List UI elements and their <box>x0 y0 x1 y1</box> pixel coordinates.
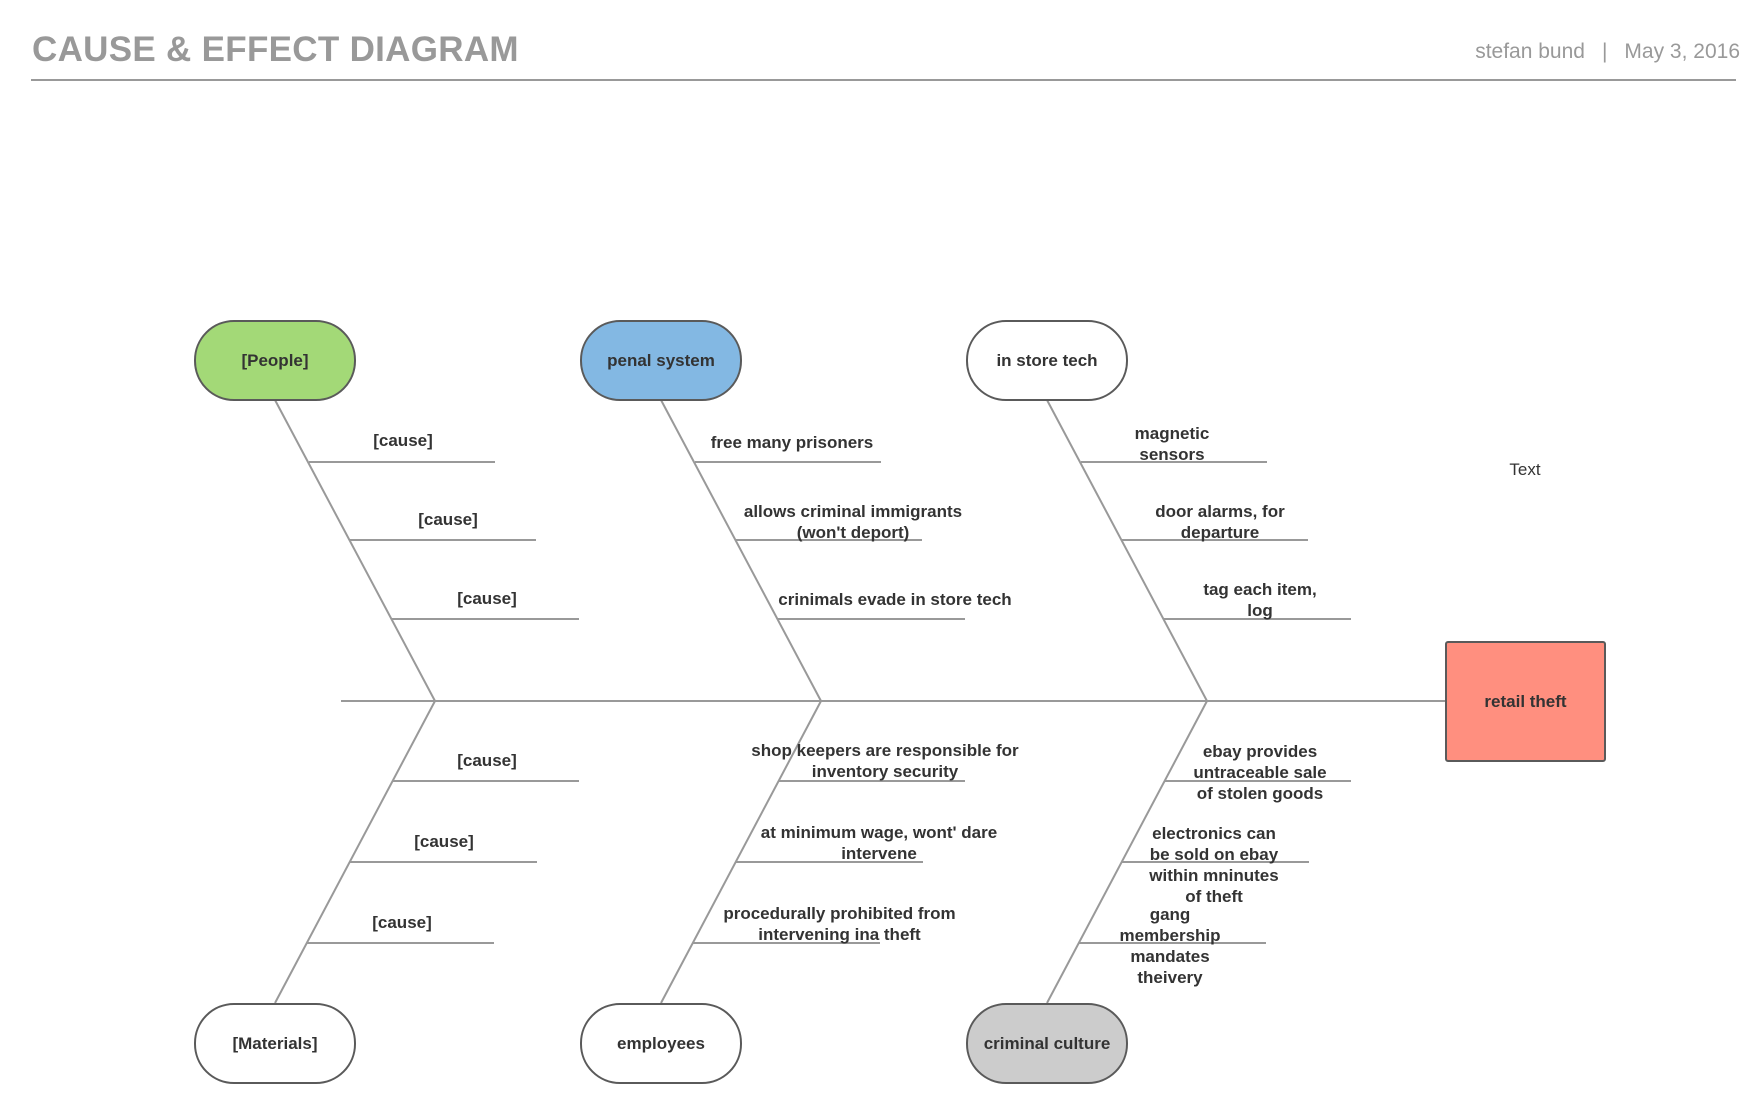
cause-label[interactable]: door alarms, for departure <box>1155 502 1285 542</box>
category-people[interactable]: [People] <box>194 320 356 401</box>
cause-label[interactable]: [cause] <box>414 832 474 851</box>
bone-employees <box>660 700 822 1004</box>
bone-penal-system <box>660 399 822 702</box>
cause-label[interactable]: tag each item, log <box>1203 580 1317 620</box>
cause-label[interactable]: electronics can be sold on ebay within m… <box>1149 824 1279 906</box>
header-separator: | <box>1601 40 1608 63</box>
cause-label[interactable]: free many prisoners <box>710 433 874 452</box>
category-criminal-culture[interactable]: criminal culture <box>966 1003 1128 1084</box>
cause-label[interactable]: allows criminal immigrants (won't deport… <box>743 502 963 542</box>
cause-label[interactable]: crinimals evade in store tech <box>778 590 1012 609</box>
header-meta: stefan bund | May 3, 2016 <box>1475 40 1740 64</box>
header-divider <box>31 79 1736 81</box>
bone-in-store-tech <box>1046 399 1208 702</box>
free-text-label[interactable]: Text <box>1509 460 1541 479</box>
bone-materials <box>274 700 436 1004</box>
bone-criminal-culture <box>1046 700 1208 1004</box>
cause-label[interactable]: shop keepers are responsible for invento… <box>751 741 1019 781</box>
cause-label[interactable]: gang membership mandates theivery <box>1119 905 1221 987</box>
author-name: stefan bund <box>1475 40 1585 63</box>
cause-label[interactable]: magnetic sensors <box>1134 424 1210 464</box>
cause-label[interactable]: [cause] <box>372 913 432 932</box>
bone-people <box>274 399 436 702</box>
category-penal-system[interactable]: penal system <box>580 320 742 401</box>
cause-label[interactable]: [cause] <box>457 751 517 770</box>
cause-label[interactable]: at minimum wage, wont' dare intervene <box>760 823 998 863</box>
cause-label[interactable]: [cause] <box>457 589 517 608</box>
diagram-title: CAUSE & EFFECT DIAGRAM <box>32 30 519 69</box>
effect-box[interactable]: retail theft <box>1445 641 1606 762</box>
category-employees[interactable]: employees <box>580 1003 742 1084</box>
diagram-date: May 3, 2016 <box>1624 40 1740 63</box>
cause-label[interactable]: procedurally prohibited from intervening… <box>723 904 956 944</box>
category-materials[interactable]: [Materials] <box>194 1003 356 1084</box>
cause-label[interactable]: [cause] <box>373 431 433 450</box>
cause-label[interactable]: ebay provides untraceable sale of stolen… <box>1193 742 1327 803</box>
cause-label[interactable]: [cause] <box>418 510 478 529</box>
category-in-store-tech[interactable]: in store tech <box>966 320 1128 401</box>
